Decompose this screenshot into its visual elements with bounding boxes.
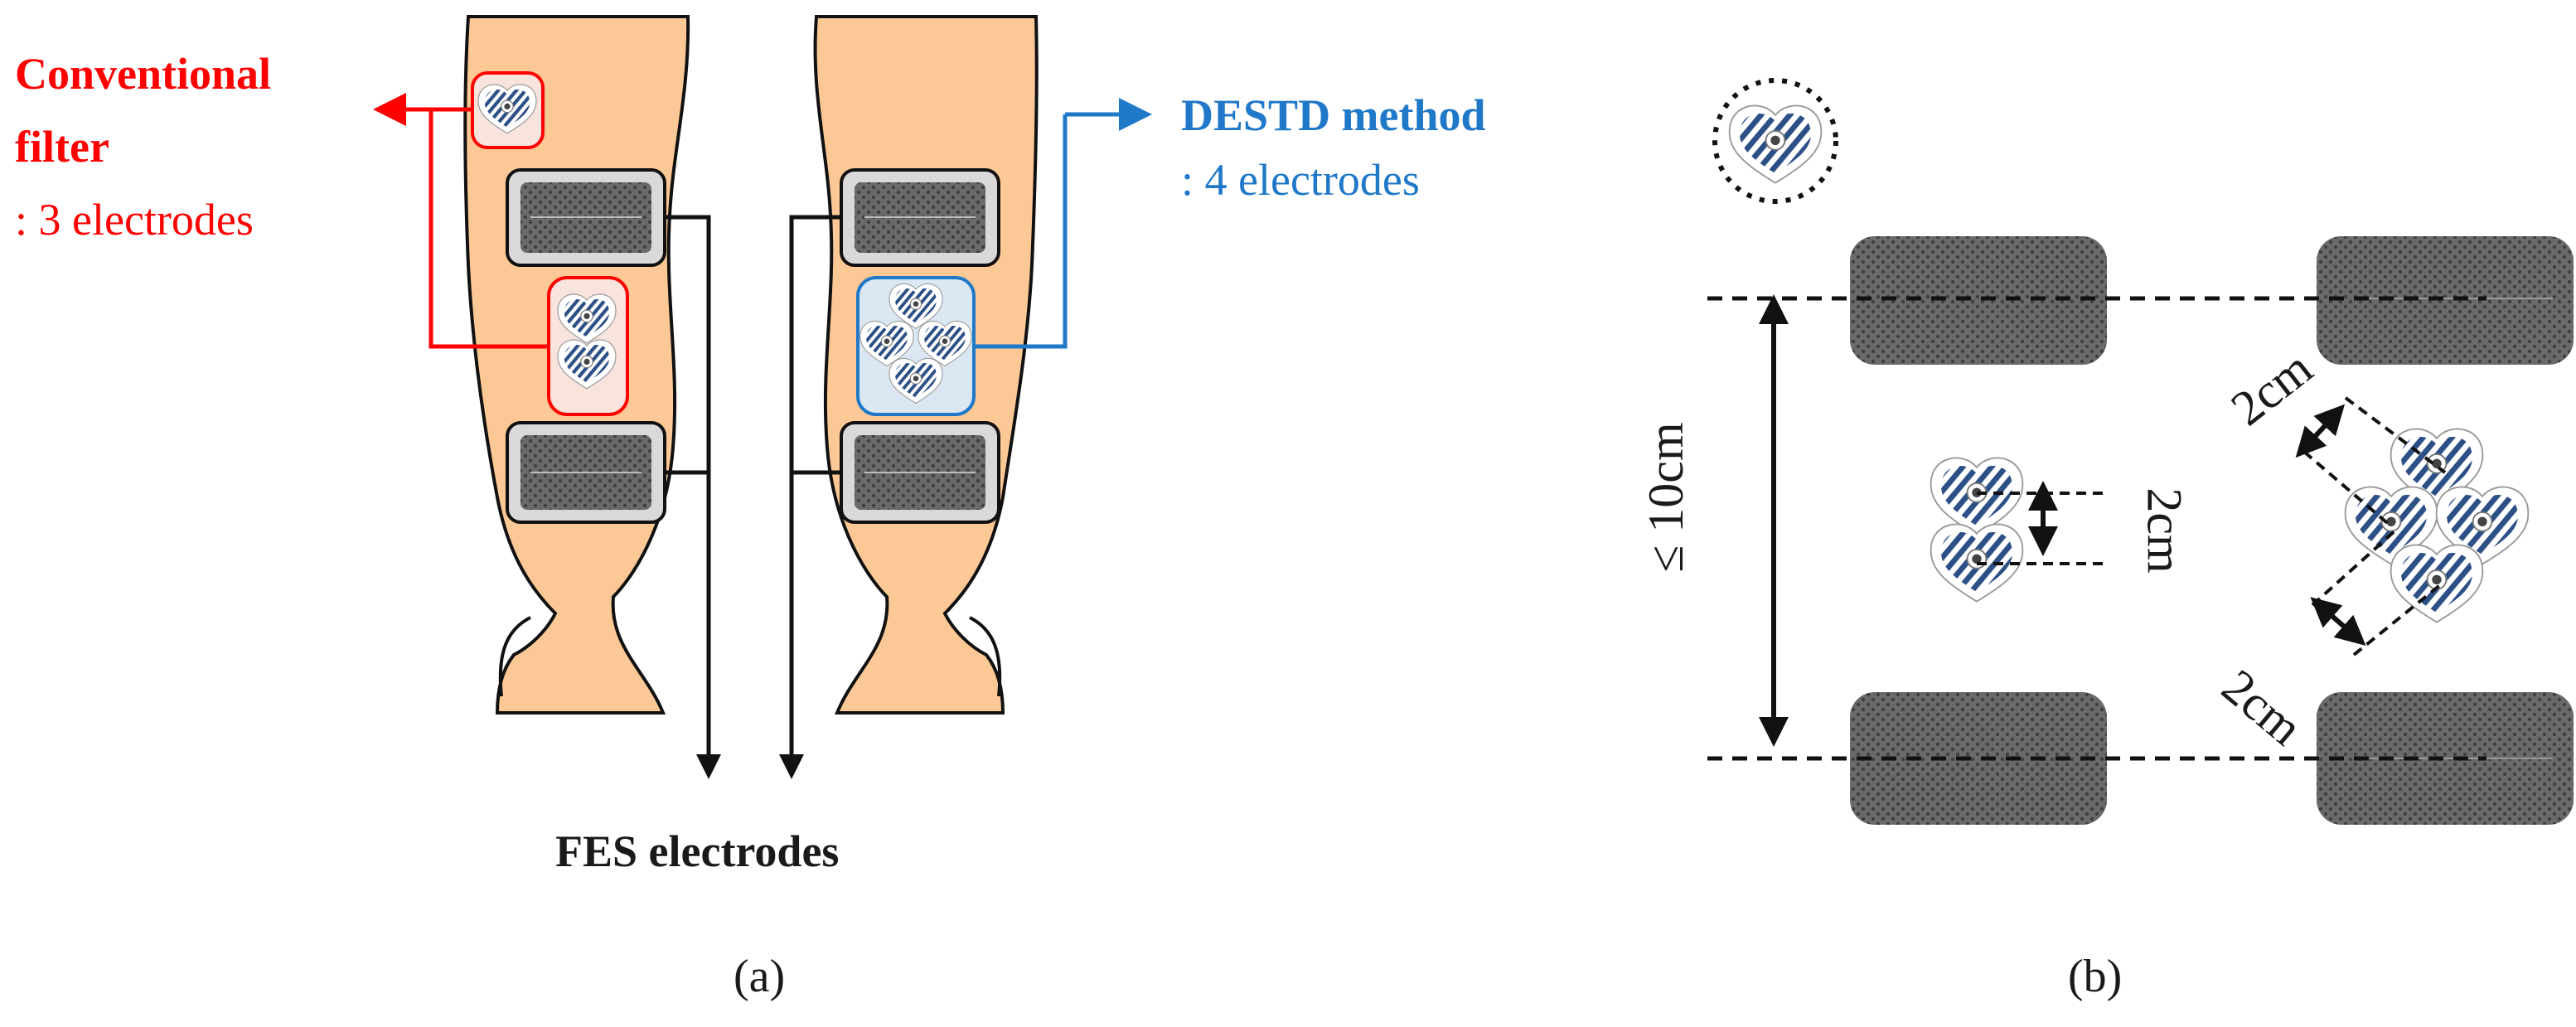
fes-pad-b-bottom-left <box>1850 692 2107 825</box>
fes-pad-left-upper <box>506 168 666 267</box>
upper-diag-distance-arrow <box>2295 404 2346 458</box>
destd-cluster-b <box>2344 428 2530 623</box>
destd-subtitle: : 4 electrodes <box>1181 155 1420 205</box>
conventional-reference-electrode <box>471 71 545 149</box>
pair-distance-label: 2cm <box>2137 487 2192 574</box>
lower-diag-distance-arrow <box>2310 597 2366 646</box>
electrode-pair-b <box>1930 457 2024 603</box>
vertical-distance-label: ≤ 10cm <box>1639 422 1693 573</box>
conventional-title-line1: Conventional <box>15 49 272 99</box>
panel-b <box>1707 78 2574 825</box>
reference-dashed-lines <box>1707 296 2486 761</box>
fes-pad-left-lower <box>506 421 666 524</box>
fes-pad-right-lower <box>840 421 1000 524</box>
fes-pad-right-upper <box>840 168 1000 267</box>
destd-wires <box>974 98 1152 349</box>
destd-electrode-cluster <box>856 276 976 416</box>
caption-b: (b) <box>2068 951 2123 1002</box>
fes-wires <box>665 215 841 779</box>
conventional-electrode-pair <box>547 276 629 416</box>
caption-a: (a) <box>734 951 786 1002</box>
conventional-wires <box>373 93 549 349</box>
conventional-title-line2: filter <box>15 122 109 172</box>
fes-electrodes-label: FES electrodes <box>555 826 840 876</box>
destd-title: DESTD method <box>1181 90 1486 140</box>
panel-a <box>373 15 1152 779</box>
reference-electrode-ring <box>1712 78 1838 204</box>
fes-pad-b-top-left <box>1850 236 2107 365</box>
conventional-subtitle: : 3 electrodes <box>15 195 254 245</box>
